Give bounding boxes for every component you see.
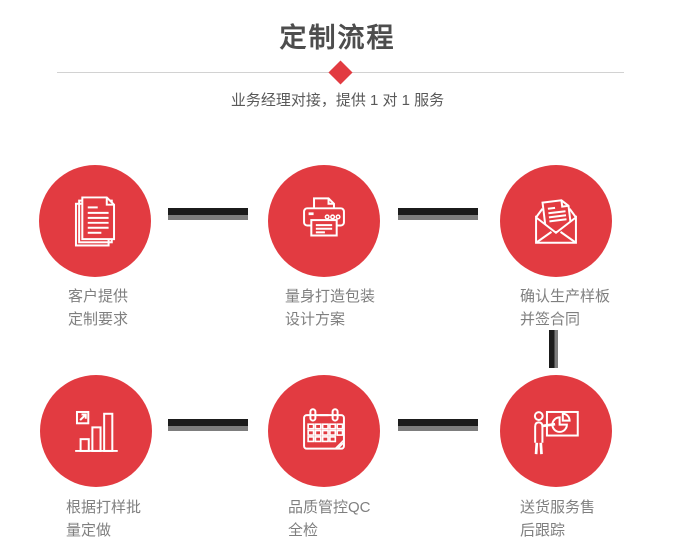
step-circle-sample-contract bbox=[500, 165, 612, 277]
step-circle-delivery-aftersales bbox=[500, 375, 612, 487]
printer-icon bbox=[303, 197, 345, 237]
page-title: 定制流程 bbox=[279, 23, 396, 53]
step-label-line: 定制要求 bbox=[68, 310, 129, 328]
step-circle-customer-request bbox=[39, 165, 151, 277]
subtitle: 业务经理对接，提供 1 对 1 服务 bbox=[230, 92, 445, 109]
step-label-qc-inspection: 品质管控QC 全检 bbox=[288, 497, 371, 542]
step-label-packaging-design: 量身打造包装 设计方案 bbox=[285, 286, 375, 331]
step-label-line: 根据打样批 bbox=[66, 499, 142, 516]
documents-icon bbox=[74, 196, 116, 247]
step-label-delivery-aftersales: 送货服务售 后跟踪 bbox=[520, 497, 595, 542]
step-circle-batch-production bbox=[40, 375, 152, 487]
step-label-line: 确认生产样板 bbox=[520, 288, 611, 305]
step-label-line: 量身打造包装 bbox=[285, 288, 376, 305]
step-label-line: 品质管控QC bbox=[288, 499, 371, 516]
step-label-sample-contract: 确认生产样板 并签合同 bbox=[520, 286, 610, 331]
bar-chart-icon bbox=[75, 410, 118, 452]
connector-step2-step3 bbox=[398, 208, 478, 220]
step-label-line: 并签合同 bbox=[520, 310, 581, 328]
connector-step4-step5 bbox=[168, 419, 248, 431]
step-label-batch-production: 根据打样批 量定做 bbox=[66, 497, 141, 542]
step-circle-qc-inspection bbox=[268, 375, 380, 487]
connector-step5-step6 bbox=[398, 419, 478, 431]
connector-step3-step6 bbox=[549, 330, 558, 368]
step-label-line: 后跟踪 bbox=[520, 521, 566, 539]
step-label-line: 设计方案 bbox=[285, 310, 346, 328]
calendar-icon bbox=[303, 408, 345, 450]
connector-step1-step2 bbox=[168, 208, 248, 220]
step-circle-packaging-design bbox=[268, 165, 380, 277]
step-label-line: 客户提供 bbox=[68, 288, 129, 305]
envelope-icon bbox=[535, 199, 577, 244]
step-label-line: 送货服务售 bbox=[520, 499, 596, 516]
presenter-icon bbox=[533, 410, 579, 455]
step-label-customer-request: 客户提供 定制要求 bbox=[68, 286, 128, 331]
step-label-line: 量定做 bbox=[66, 521, 112, 539]
diamond-icon bbox=[328, 60, 353, 85]
step-label-line: 全检 bbox=[288, 521, 319, 539]
